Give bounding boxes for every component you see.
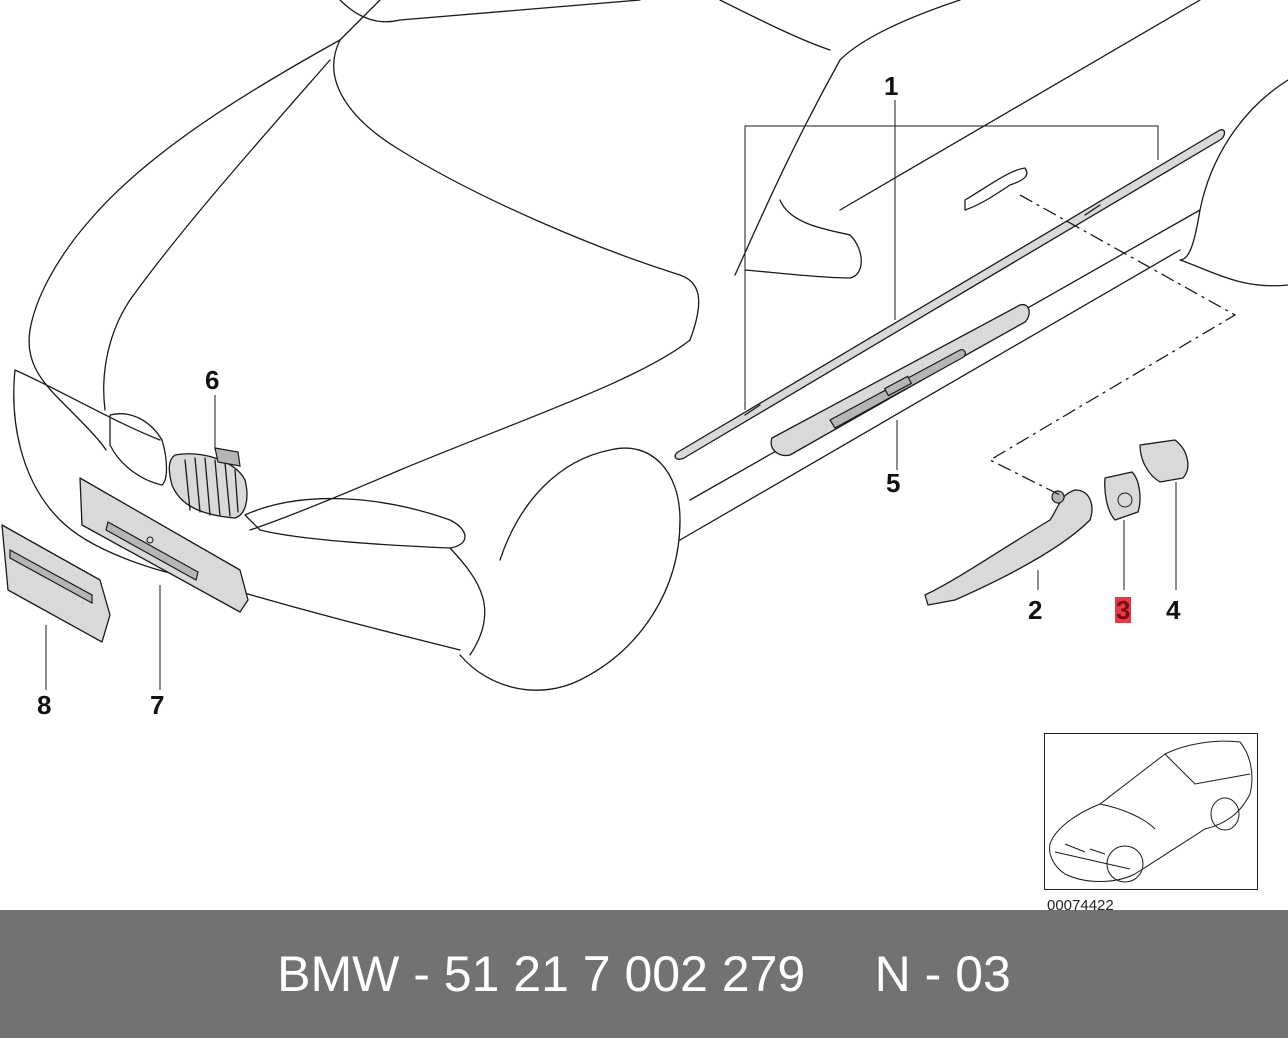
callout-8[interactable]: 8: [37, 690, 52, 720]
part-6-kidney-grille: [168, 395, 248, 519]
part-5-sill-plate: [770, 303, 1030, 470]
diagram-image-code: 00074422: [1047, 897, 1114, 910]
footer-bar: BMW - 51 21 7 002 279 N - 03: [0, 910, 1288, 1038]
callout-3-highlighted[interactable]: 3: [1115, 595, 1132, 625]
parts-diagram: 1 2 3 4 5 6 7 8 00074422: [0, 0, 1288, 910]
callout-1[interactable]: 1: [884, 71, 899, 101]
callout-4[interactable]: 4: [1166, 595, 1181, 625]
car-exploded-view: [1, 0, 1288, 691]
footer-part-info: BMW - 51 21 7 002 279 N - 03: [277, 946, 1011, 1002]
assembly-leader-line: [988, 194, 1237, 496]
part-1-door-trim-strip: [674, 100, 1226, 460]
callout-7[interactable]: 7: [150, 690, 165, 720]
part-2-door-handle: [924, 489, 1093, 606]
callout-2[interactable]: 2: [1028, 595, 1043, 625]
part-7-license-plate-base: [79, 477, 249, 690]
part-3-handle-cover: [1104, 471, 1141, 590]
overview-car-icon: [1049, 740, 1253, 883]
overview-thumbnail: [1044, 733, 1258, 890]
part-4-lock-cylinder-cap: [1139, 439, 1189, 590]
callout-6[interactable]: 6: [205, 365, 220, 395]
part-8-license-plate-holder: [1, 524, 111, 690]
callout-5[interactable]: 5: [886, 468, 901, 498]
